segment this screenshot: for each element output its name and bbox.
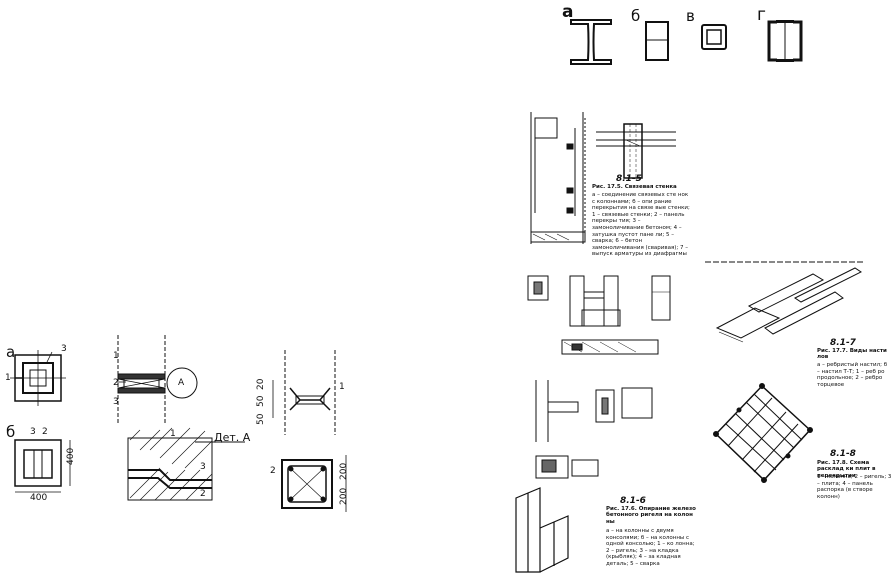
fig-8-1-7-caption: а – ребристый настил; б – настил Т-Т; 1 … xyxy=(817,362,888,388)
fig-8-1-7-drawing xyxy=(705,258,865,344)
profile-label-v: в xyxy=(686,7,695,25)
callout-2d: 2 xyxy=(200,489,206,499)
fig-8-1-6-caption: а – на колонны с двумя консолями; б – на… xyxy=(606,528,695,567)
fig-8-1-8-caption: 1 – колонна; 2 – ригель; 3 – плита; 4 – … xyxy=(817,474,892,500)
dim-400-vertical: 400 xyxy=(66,447,76,465)
dim-50b: 50 xyxy=(256,413,266,425)
fig-8-1-6-drawings xyxy=(522,262,702,492)
dim-50a: 50 xyxy=(256,395,266,407)
fig-8-1-6-title: Рис. 17.6. Опирание железо бетонного риг… xyxy=(606,506,696,525)
fig-8-1-5-code: 8.1-5 xyxy=(616,174,642,184)
profile-label-b: б xyxy=(631,7,641,25)
fig-8-1-6-column-bottom xyxy=(510,488,590,572)
fig-8-1-7-title: Рис. 17.7. Виды насти лов xyxy=(817,348,887,361)
callout-3c: 3 xyxy=(113,397,119,407)
callout-1c: 1 xyxy=(113,351,119,361)
rect-profile xyxy=(644,20,670,62)
fig-8-1-5-title: Рис. 17.5. Связевая стенка xyxy=(592,184,677,190)
dim-400-horizontal: 400 xyxy=(30,493,48,503)
fig-8-1-8-code: 8.1-8 xyxy=(830,449,856,459)
fig-8-1-7-code: 8.1-7 xyxy=(830,338,856,348)
callout-1: 1 xyxy=(5,373,11,383)
callout-2b: 2 xyxy=(42,427,48,437)
box-profile xyxy=(700,23,728,51)
callout-3b: 3 xyxy=(30,427,36,437)
fig-8-1-5-drawing xyxy=(525,108,625,248)
profile-label-g: г xyxy=(757,5,766,25)
i-beam-profile xyxy=(568,18,614,66)
dim-20: 20 xyxy=(256,378,266,390)
callout-2e: 2 xyxy=(270,466,276,476)
channel-pair-profile xyxy=(765,20,805,62)
profile-label-a: а xyxy=(562,2,574,22)
fig-8-1-6-code: 8.1-6 xyxy=(620,496,646,506)
detail-circle-label: А xyxy=(178,378,185,388)
callout-3: 3 xyxy=(61,344,67,354)
callout-1e: 1 xyxy=(339,382,345,392)
fig-8-1-8-title: Рис. 17.8. Схема расклад ки плит в перек… xyxy=(817,460,876,479)
fig-8-1-8-drawing xyxy=(706,380,818,490)
callout-3d: 3 xyxy=(200,462,206,472)
fig-8-1-5-node xyxy=(596,118,682,182)
dim-200b: 200 xyxy=(339,487,349,505)
callout-1d: 1 xyxy=(170,429,176,439)
section-label-a: а xyxy=(6,343,16,361)
section-label-b: б xyxy=(6,423,16,441)
fig-8-1-5-caption: а – соединение связевых сте нок с колонн… xyxy=(592,192,690,258)
dim-200a: 200 xyxy=(339,462,349,480)
column-joint-graphics xyxy=(0,330,370,530)
detail-a-label: Дет. А xyxy=(214,431,251,444)
callout-2c: 2 xyxy=(113,378,119,388)
